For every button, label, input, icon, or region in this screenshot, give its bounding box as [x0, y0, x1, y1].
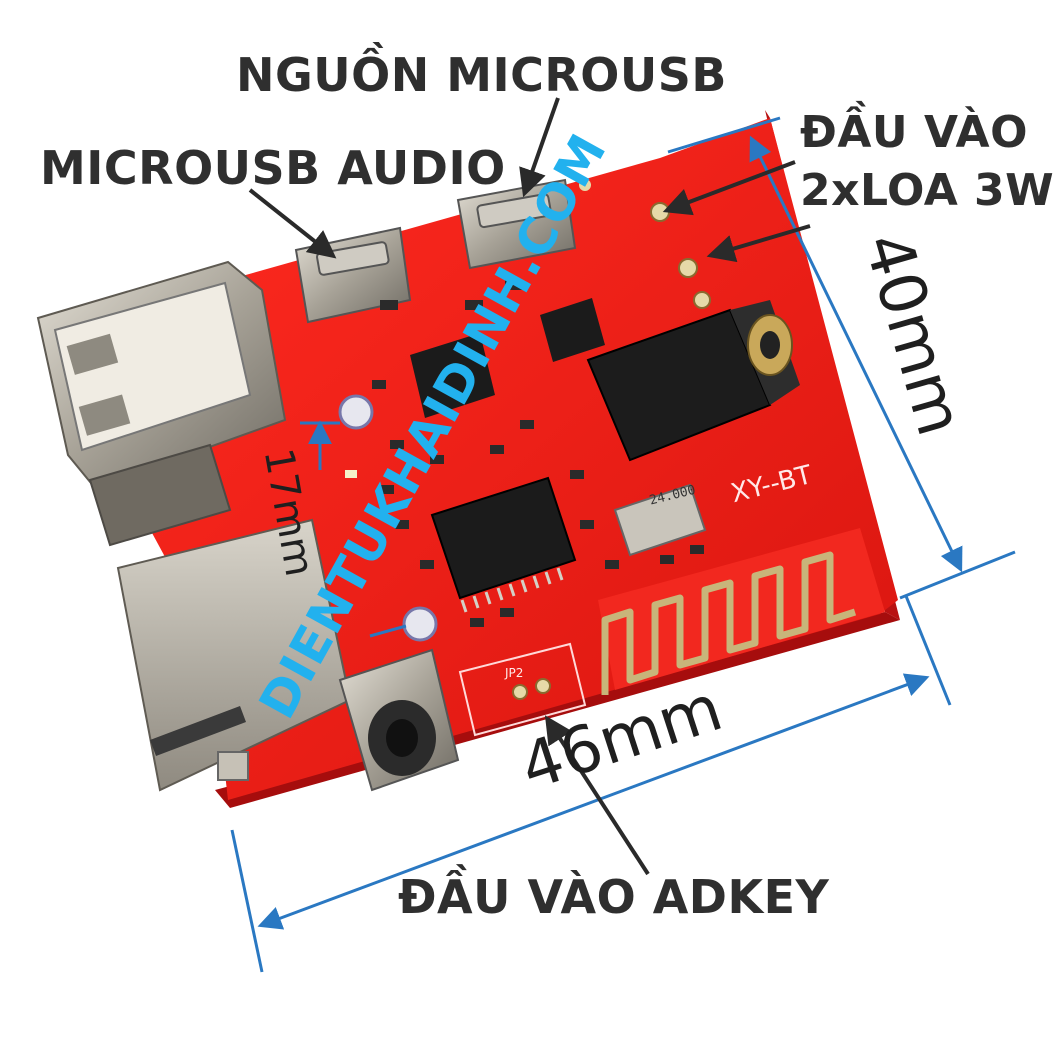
speaker-input-label-line1: ĐẦU VÀO [800, 107, 1028, 158]
power-microusb-label: NGUỒN MICROUSB [236, 48, 727, 102]
speaker-input-label: ĐẦU VÀO 2xLOA 3W [800, 104, 1054, 220]
capacitor [402, 606, 438, 642]
amplifier-ic [410, 333, 495, 418]
speaker-pad [650, 202, 670, 222]
speaker-input-label-line2: 2xLOA 3W [800, 165, 1055, 216]
capacitor [338, 394, 374, 430]
usb-a-port [36, 260, 287, 547]
jp2-silkscreen: JP2 [505, 666, 524, 680]
adkey-input-label: ĐẦU VÀO ADKEY [398, 870, 830, 924]
dimension-lines [230, 116, 1016, 973]
main-ic-chip [430, 476, 577, 613]
speaker-pad [678, 258, 698, 278]
smd-components [345, 280, 704, 627]
crystal-oscillator [613, 483, 707, 557]
speaker-pad [579, 179, 591, 191]
driver-ic [540, 298, 605, 362]
speaker-pad [693, 291, 711, 309]
callout-arrows [248, 97, 811, 876]
audio-microusb-label: MICROUSB AUDIO [40, 141, 506, 195]
